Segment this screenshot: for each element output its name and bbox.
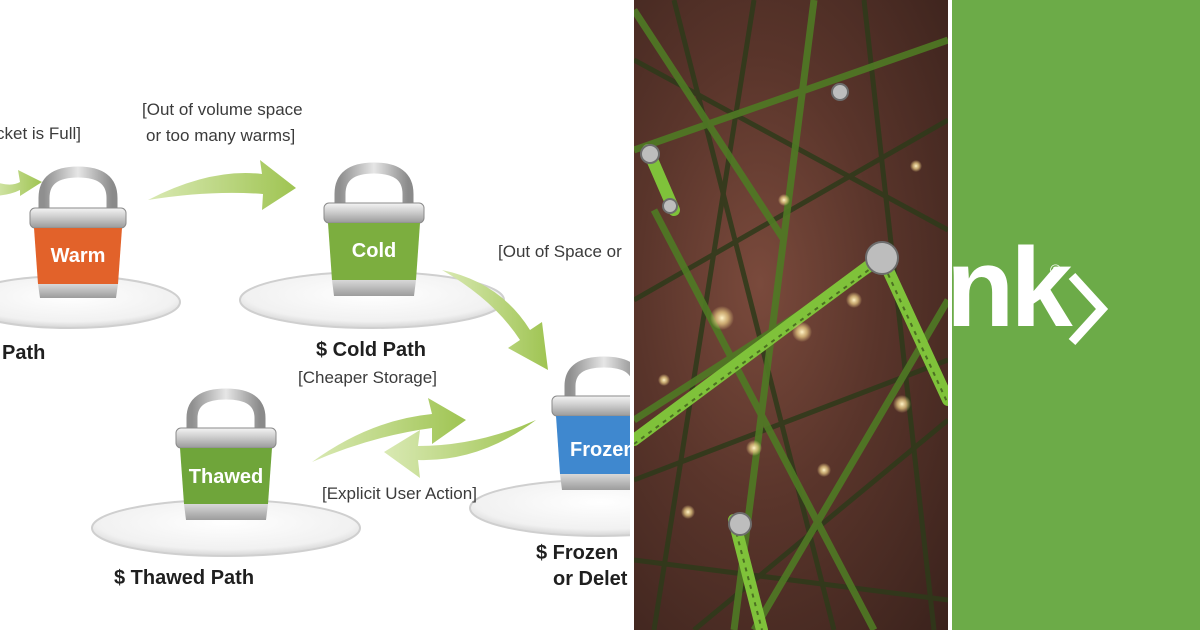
- arrow-thawed-to-frozen: [312, 398, 466, 462]
- thawed-bucket-label: Thawed: [189, 466, 263, 488]
- frozen-path-label-line2: or Delet: [553, 568, 628, 590]
- network-photo: [634, 0, 948, 630]
- panel-divider-left: [630, 0, 634, 630]
- brand-wordmark: nk: [952, 225, 1073, 350]
- panel-divider-right: [948, 0, 952, 630]
- cold-path-label: $ Cold Path: [316, 339, 427, 361]
- warm-path-label: Path: [2, 342, 46, 364]
- network-rope-graphic: [634, 0, 948, 630]
- out-of-space-note: [Out of Space or: [498, 242, 622, 261]
- warm-bucket-label: Warm: [51, 245, 106, 267]
- chevron-right-icon: [1068, 272, 1108, 346]
- volume-space-note-line1: [Out of volume space: [142, 100, 303, 119]
- thawed-bucket: Thawed: [175, 388, 277, 520]
- cheaper-storage-note: [Cheaper Storage]: [298, 368, 437, 387]
- brand-panel: nk ®: [952, 0, 1200, 630]
- diagram-graphics: Warm Cold Thawed Frozen: [0, 160, 630, 557]
- arrow-warm-to-cold: [148, 160, 296, 210]
- cold-bucket: Cold: [323, 162, 425, 296]
- arrow-into-warm: [0, 170, 42, 196]
- warm-bucket: Warm: [29, 166, 127, 298]
- explicit-action-note: [Explicit User Action]: [322, 484, 477, 503]
- thawed-path-label: $ Thawed Path: [114, 567, 255, 589]
- arrow-cold-to-frozen: [442, 270, 548, 370]
- frozen-bucket: Frozen: [551, 356, 630, 490]
- cold-bucket-label: Cold: [352, 240, 396, 262]
- bucket-full-note: cket is Full]: [0, 124, 82, 143]
- bucket-lifecycle-diagram: Warm Cold Thawed Frozen cket is Full: [0, 100, 630, 590]
- volume-space-note-line2: or too many warms]: [146, 126, 296, 145]
- arrow-frozen-to-thawed: [384, 420, 536, 478]
- frozen-path-label-line1: $ Frozen: [536, 542, 619, 564]
- registered-mark: ®: [1050, 262, 1062, 279]
- frozen-bucket-label: Frozen: [570, 439, 630, 461]
